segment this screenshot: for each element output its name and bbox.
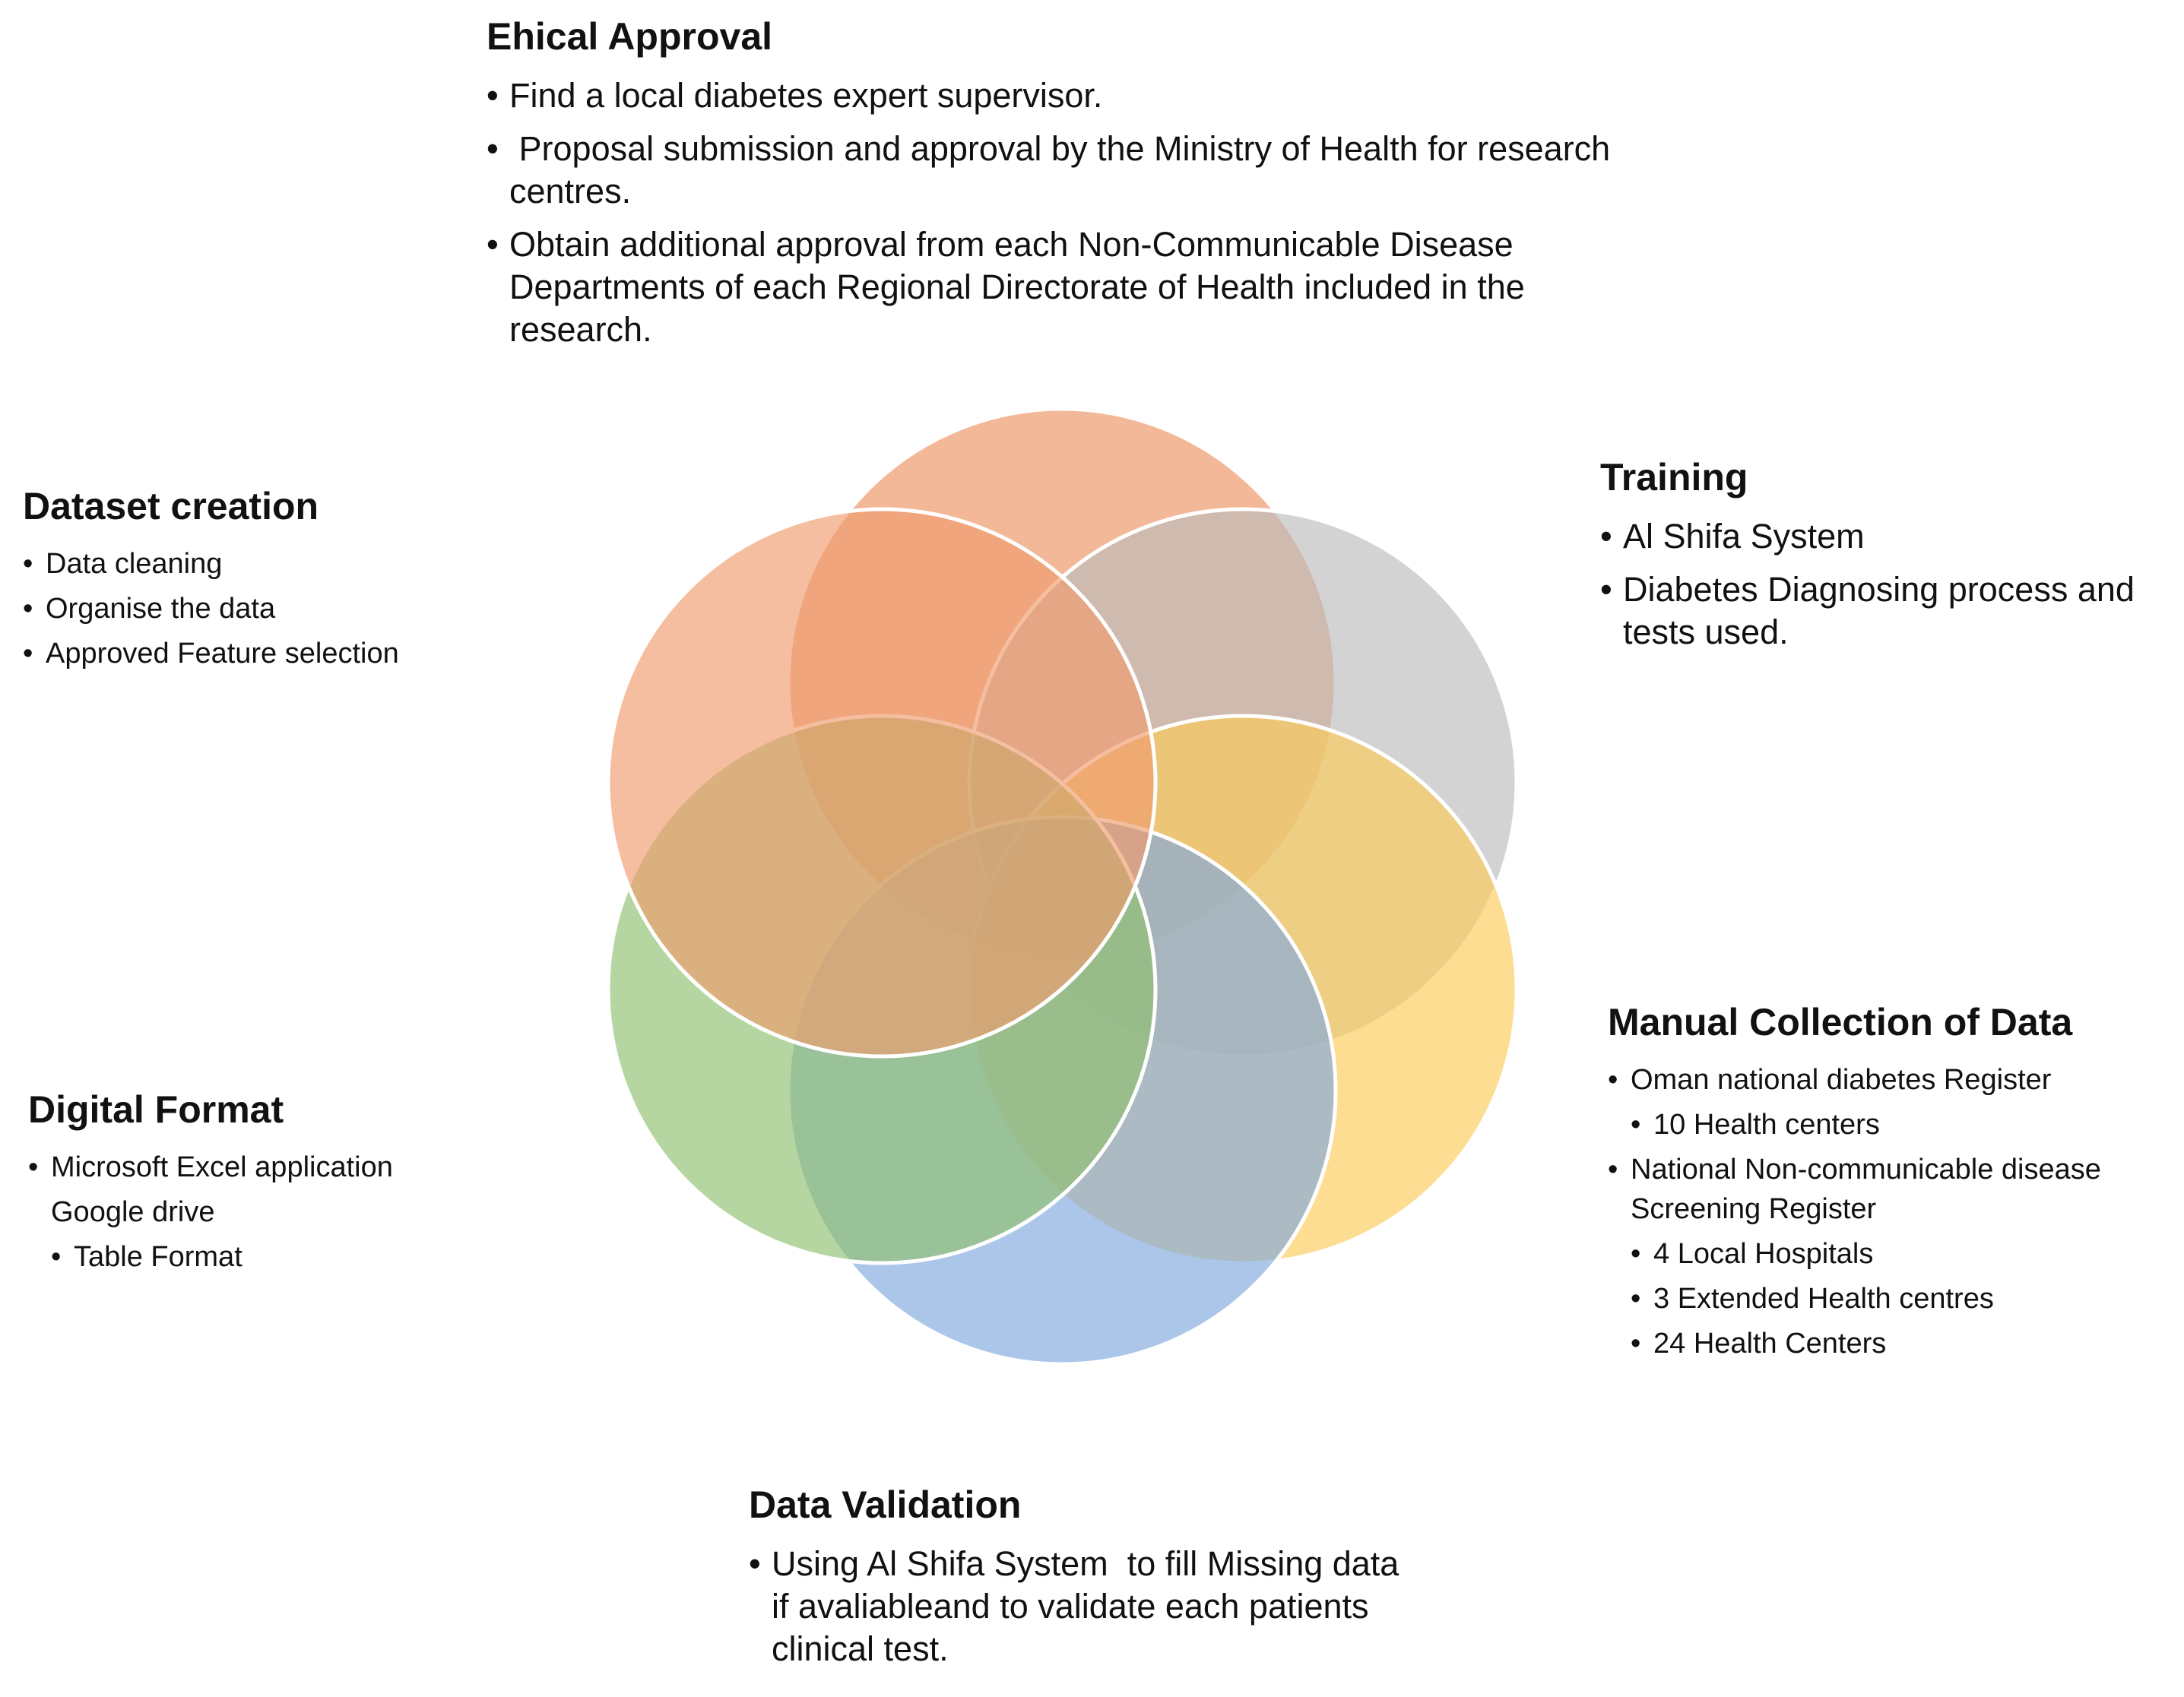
manual-collection-title: Manual Collection of Data bbox=[1608, 1001, 2073, 1043]
list-item: Data cleaning bbox=[23, 544, 570, 584]
digital-format-block: Digital Format Microsoft Excel applicati… bbox=[28, 1087, 575, 1282]
list-item: 3 Extended Health centres bbox=[1608, 1279, 2178, 1319]
ethical-approval-list: Find a local diabetes expert supervisor.… bbox=[487, 74, 1672, 351]
manual-collection-block: Manual Collection of Data Oman national … bbox=[1608, 999, 2178, 1369]
list-item: Approved Feature selection bbox=[23, 634, 570, 673]
dataset-creation-list: Data cleaning Organise the data Approved… bbox=[23, 544, 570, 673]
training-list: Al Shifa System Diabetes Diagnosing proc… bbox=[1600, 515, 2178, 654]
list-item: Organise the data bbox=[23, 589, 570, 628]
training-title: Training bbox=[1600, 456, 1748, 499]
list-item: Microsoft Excel application bbox=[28, 1148, 575, 1187]
list-item: Table Format bbox=[28, 1237, 575, 1277]
list-item: Al Shifa System bbox=[1600, 515, 2178, 558]
manual-collection-list: Oman national diabetes Register 10 Healt… bbox=[1608, 1060, 2178, 1363]
list-item: Diabetes Diagnosing process and tests us… bbox=[1600, 568, 2178, 654]
training-block: Training Al Shifa System Diabetes Diagno… bbox=[1600, 454, 2178, 664]
digital-format-title: Digital Format bbox=[28, 1088, 284, 1131]
list-item: Find a local diabetes expert supervisor. bbox=[487, 74, 1672, 117]
data-validation-list: Using Al Shifa System to fill Missing da… bbox=[749, 1543, 1403, 1670]
list-item: 10 Health centers bbox=[1608, 1105, 2178, 1145]
data-validation-block: Data Validation Using Al Shifa System to… bbox=[749, 1482, 1403, 1681]
list-item: Proposal submission and approval by the … bbox=[487, 128, 1672, 213]
dataset-creation-title: Dataset creation bbox=[23, 485, 319, 527]
list-item: Oman national diabetes Register bbox=[1608, 1060, 2178, 1100]
list-item: Obtain additional approval from each Non… bbox=[487, 223, 1672, 351]
circle-dataset-creation bbox=[606, 507, 1158, 1059]
digital-format-list: Microsoft Excel application Google drive… bbox=[28, 1148, 575, 1277]
ethical-approval-title: Ehical Approval bbox=[487, 15, 773, 58]
list-item: Google drive bbox=[51, 1196, 215, 1228]
list-item: Using Al Shifa System to fill Missing da… bbox=[749, 1543, 1403, 1670]
list-item: 24 Health Centers bbox=[1608, 1324, 2178, 1363]
list-item: National Non-communicable disease Screen… bbox=[1608, 1150, 2178, 1229]
data-validation-title: Data Validation bbox=[749, 1483, 1022, 1526]
six-circle-venn-diagram bbox=[606, 407, 1519, 1366]
list-item: 4 Local Hospitals bbox=[1608, 1234, 2178, 1274]
dataset-creation-block: Dataset creation Data cleaning Organise … bbox=[23, 483, 570, 679]
ethical-approval-block: Ehical Approval Find a local diabetes ex… bbox=[487, 14, 1672, 362]
